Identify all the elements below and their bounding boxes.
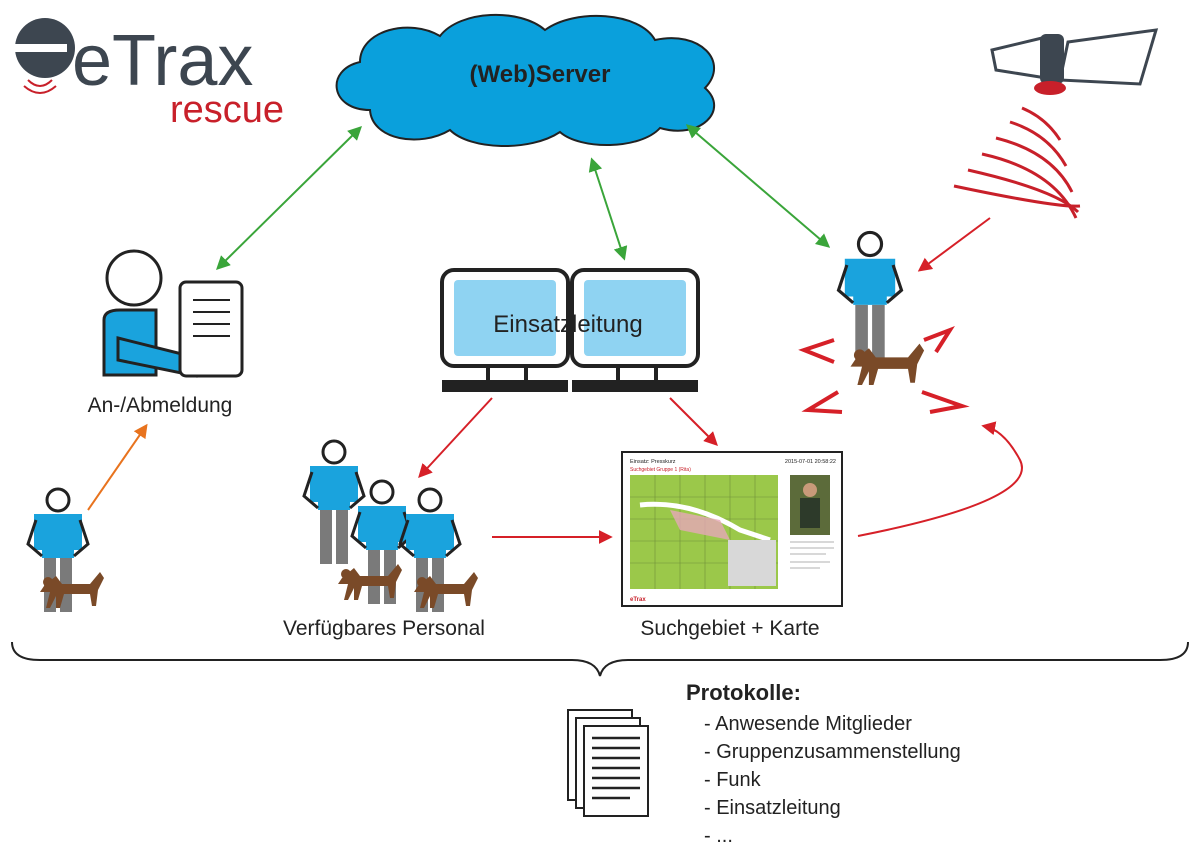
logo-wordmark: eTrax	[72, 21, 253, 101]
arriving-team	[26, 487, 104, 614]
command-label: Einsatzleitung	[493, 311, 642, 338]
map-search-polygon	[670, 510, 730, 540]
protocols-item: - Anwesende Mitglieder	[704, 713, 912, 735]
map-urban-area	[728, 540, 776, 586]
protocols-item: - Funk	[704, 769, 762, 791]
protocols-list: Protokolle: - Anwesende Mitglieder - Gru…	[686, 680, 961, 847]
map-footer-logo: eTrax	[630, 597, 646, 603]
map-road	[639, 501, 771, 543]
gps-signal-waves	[953, 106, 1081, 219]
arrow-arrival-registration	[87, 423, 148, 511]
arrow-server-command	[588, 157, 628, 261]
protocols-title: Protokolle:	[686, 680, 801, 705]
arrow-map-tracked	[857, 421, 1023, 537]
bottom-brace	[11, 641, 1189, 677]
web-server-cloud: (Web)Server	[335, 14, 716, 147]
documents-icon	[567, 709, 649, 817]
keyboard-left	[442, 380, 568, 392]
arrow-registration-server	[216, 126, 362, 270]
protocols-item: - Gruppenzusammenstellung	[704, 741, 961, 763]
personnel-dog-2	[414, 572, 478, 608]
registration-label: An-/Abmeldung	[88, 394, 233, 417]
server-label: (Web)Server	[470, 61, 611, 88]
arrow-server-tracked	[685, 124, 831, 248]
alert-marks	[798, 325, 970, 414]
map-timestamp: 2015-07-01 20:58:22	[785, 459, 836, 465]
logo-subtitle: rescue	[170, 89, 284, 131]
search-map-screen: Einsatz: Presskurz 2015-07-01 20:58:22 S…	[621, 451, 843, 640]
protocols-item: - ...	[704, 825, 733, 847]
arrow-command-map	[669, 397, 718, 446]
arrow-command-personnel	[418, 397, 493, 479]
available-personnel: Verfügbares Personal	[283, 439, 485, 640]
tracked-dog	[850, 343, 925, 385]
map-subtitle: Suchgebiet Gruppe 1 (Rita)	[630, 467, 691, 473]
protocols-item: - Einsatzleitung	[704, 797, 841, 819]
tracked-searcher	[798, 230, 970, 414]
tracked-person-figure	[836, 230, 904, 364]
connection-arrows	[87, 124, 1023, 544]
etrax-logo: eTrax rescue	[15, 18, 284, 131]
clipboard-icon	[178, 280, 244, 378]
registration-station: An-/Abmeldung	[88, 249, 244, 417]
map-label: Suchgebiet + Karte	[640, 617, 819, 640]
keyboard-right	[572, 380, 698, 392]
map-title: Einsatz: Presskurz	[630, 459, 676, 465]
cloud-shape	[335, 14, 716, 147]
personnel-person-1	[302, 439, 366, 566]
registrar-head	[105, 249, 163, 307]
arrow-satellite-tracked	[917, 217, 991, 272]
personnel-label: Verfügbares Personal	[283, 617, 485, 640]
satellite-icon	[990, 28, 1159, 95]
command-center: Einsatzleitung	[440, 268, 700, 392]
